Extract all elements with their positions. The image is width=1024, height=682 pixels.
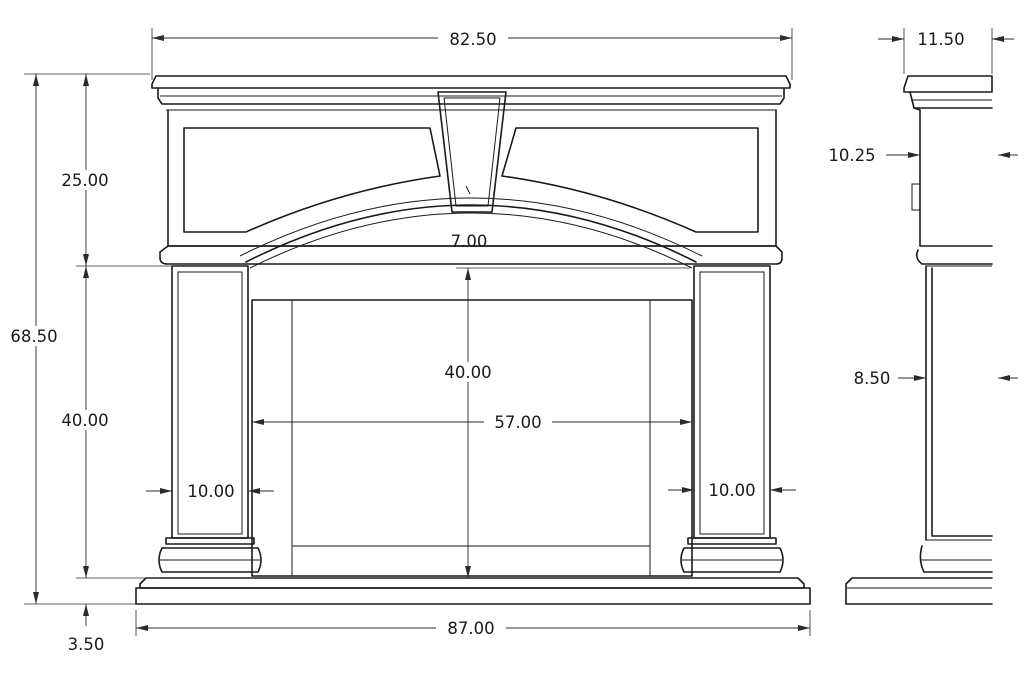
arch-outer [245,204,697,263]
left-frieze-panel [183,127,441,233]
side-shelf [903,75,993,93]
dimension-labels: 82.50 11.50 68.50 25.00 40.00 40.00 57.0… [2,29,972,654]
label-leg-width-left: 10.00 [187,482,234,501]
left-leg [158,265,262,573]
right-leg [680,265,784,573]
side-leg [925,265,993,541]
label-total-height: 68.50 [10,327,57,346]
side-frieze [919,109,993,247]
label-opening-width: 57.00 [494,413,541,432]
label-leg-depth: 8.50 [854,369,891,388]
mantel-shelf [151,75,791,89]
label-frieze-depth: 10.25 [828,146,875,165]
keystone [437,91,507,213]
label-frieze-height: 25.00 [61,171,108,190]
extension-lines [24,28,993,636]
label-base-height: 3.50 [68,635,105,654]
hearth-base [135,577,811,605]
side-elevation [845,75,993,605]
side-base [845,577,993,605]
label-total-width: 82.50 [449,30,496,49]
fireplace-opening [251,299,693,577]
front-elevation [135,75,811,605]
frieze-bottom-molding [159,245,783,265]
label-leg-width-right: 10.00 [708,481,755,500]
label-opening-height: 40.00 [444,363,491,382]
label-keystone-gap: 7.00 [451,232,488,251]
dimension-lines [33,35,1018,631]
label-depth: 11.50 [917,30,964,49]
label-leg-height: 40.00 [61,411,108,430]
arch-inner [239,197,703,257]
label-base-width: 87.00 [447,619,494,638]
right-frieze-panel [501,127,759,233]
